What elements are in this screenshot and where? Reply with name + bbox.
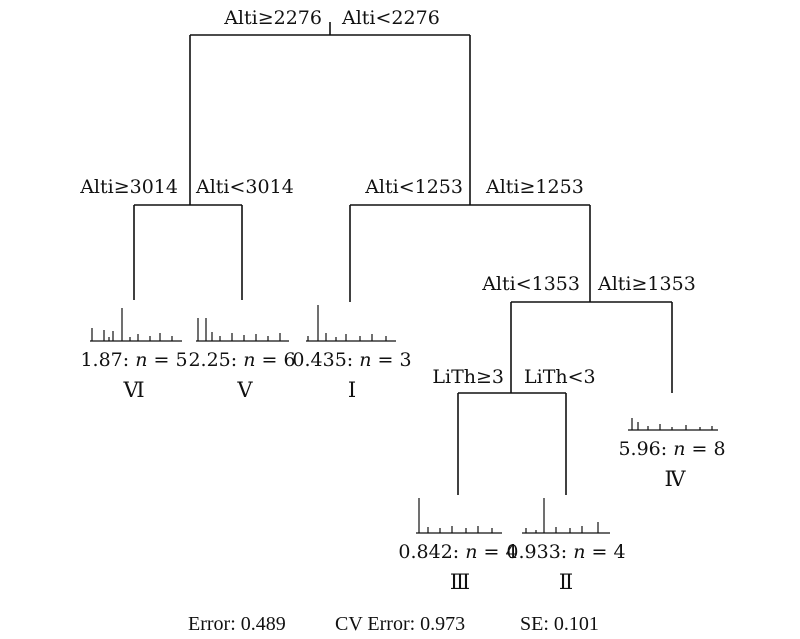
- model-stats-footer: Error: 0.489 CV Error: 0.973 SE: 0.101: [188, 613, 599, 635]
- se-stat: SE: 0.101: [520, 613, 599, 635]
- leaf-I-histogram: [306, 305, 396, 342]
- split-n3-right-label: Alti≥1353: [597, 273, 696, 295]
- leaf-I-roman: Ⅰ: [348, 378, 356, 402]
- split-root-right-label: Alti<2276: [341, 7, 440, 29]
- leaf-I-value: 0.435: [292, 349, 346, 371]
- leaf-III-roman: Ⅲ: [450, 570, 470, 594]
- leaf-VI-roman: Ⅵ: [122, 378, 144, 402]
- leaf-I-n-count: = 3: [372, 349, 412, 371]
- leaf-I-summary: 0.435: n = 3: [292, 349, 411, 371]
- split-n4-left-label: LiTh≥3: [432, 366, 504, 388]
- leaf-V-n-prefix: :: [231, 349, 243, 371]
- leaf-V: 2.25: n = 6 Ⅴ: [188, 318, 296, 402]
- split-n4-right-label: LiTh<3: [524, 366, 596, 388]
- leaf-II: 0.933: n = 4 Ⅱ: [506, 498, 626, 594]
- leaf-I-n-prefix: :: [347, 349, 359, 371]
- leaf-III-n-prefix: :: [453, 541, 465, 563]
- leaf-IV-n-count: = 8: [685, 438, 725, 460]
- leaf-II-n-label: n: [573, 541, 585, 563]
- leaf-VI: 1.87: n = 5 Ⅵ: [80, 308, 188, 402]
- leaf-V-summary: 2.25: n = 6: [188, 349, 295, 371]
- leaf-II-histogram: [522, 498, 610, 534]
- error-stat: Error: 0.489: [188, 613, 286, 635]
- split-n2-left-label: Alti<1253: [364, 176, 463, 198]
- leaf-V-n-count: = 6: [255, 349, 295, 371]
- leaf-VI-n-label: n: [135, 349, 147, 371]
- cv-error-stat: CV Error: 0.973: [335, 613, 465, 635]
- leaf-V-n-label: n: [243, 349, 255, 371]
- split-n2-right-label: Alti≥1253: [485, 176, 584, 198]
- leaf-III: 0.842: n = 4 Ⅲ: [398, 498, 518, 594]
- split-n1-right-label: Alti<3014: [195, 176, 294, 198]
- leaf-IV-n-label: n: [673, 438, 685, 460]
- leaf-VI-histogram: [90, 308, 182, 342]
- leaf-II-roman: Ⅱ: [559, 570, 573, 594]
- leaf-IV-histogram: [628, 418, 718, 431]
- leaf-VI-n-prefix: :: [123, 349, 135, 371]
- split-labels: Alti≥2276 Alti<2276 Alti≥3014 Alti<3014 …: [79, 7, 696, 388]
- leaf-VI-value: 1.87: [80, 349, 122, 371]
- leaf-III-n-count: = 4: [478, 541, 518, 563]
- tree-edges: [133, 22, 673, 495]
- leaf-III-n-label: n: [465, 541, 477, 563]
- leaf-II-n-prefix: :: [561, 541, 573, 563]
- leaf-VI-summary: 1.87: n = 5: [80, 349, 187, 371]
- leaf-IV-n-prefix: :: [661, 438, 673, 460]
- leaf-II-summary: 0.933: n = 4: [506, 541, 625, 563]
- leaf-II-value: 0.933: [506, 541, 560, 563]
- leaf-IV-summary: 5.96: n = 8: [618, 438, 725, 460]
- leaf-I-n-label: n: [359, 349, 371, 371]
- leaf-IV-value: 5.96: [618, 438, 660, 460]
- leaf-V-histogram: [196, 318, 289, 342]
- leaf-III-histogram: [416, 498, 502, 534]
- split-n1-left-label: Alti≥3014: [79, 176, 178, 198]
- leaf-II-n-count: = 4: [586, 541, 626, 563]
- leaf-IV: 5.96: n = 8 Ⅳ: [618, 418, 726, 491]
- leaf-IV-roman: Ⅳ: [665, 467, 687, 491]
- leaf-V-roman: Ⅴ: [236, 378, 253, 402]
- leaf-VI-n-count: = 5: [147, 349, 187, 371]
- leaf-V-value: 2.25: [188, 349, 230, 371]
- leaf-III-value: 0.842: [398, 541, 452, 563]
- split-root-left-label: Alti≥2276: [223, 7, 322, 29]
- leaf-III-summary: 0.842: n = 4: [398, 541, 517, 563]
- split-n3-left-label: Alti<1353: [481, 273, 580, 295]
- leaf-I: 0.435: n = 3 Ⅰ: [292, 305, 412, 402]
